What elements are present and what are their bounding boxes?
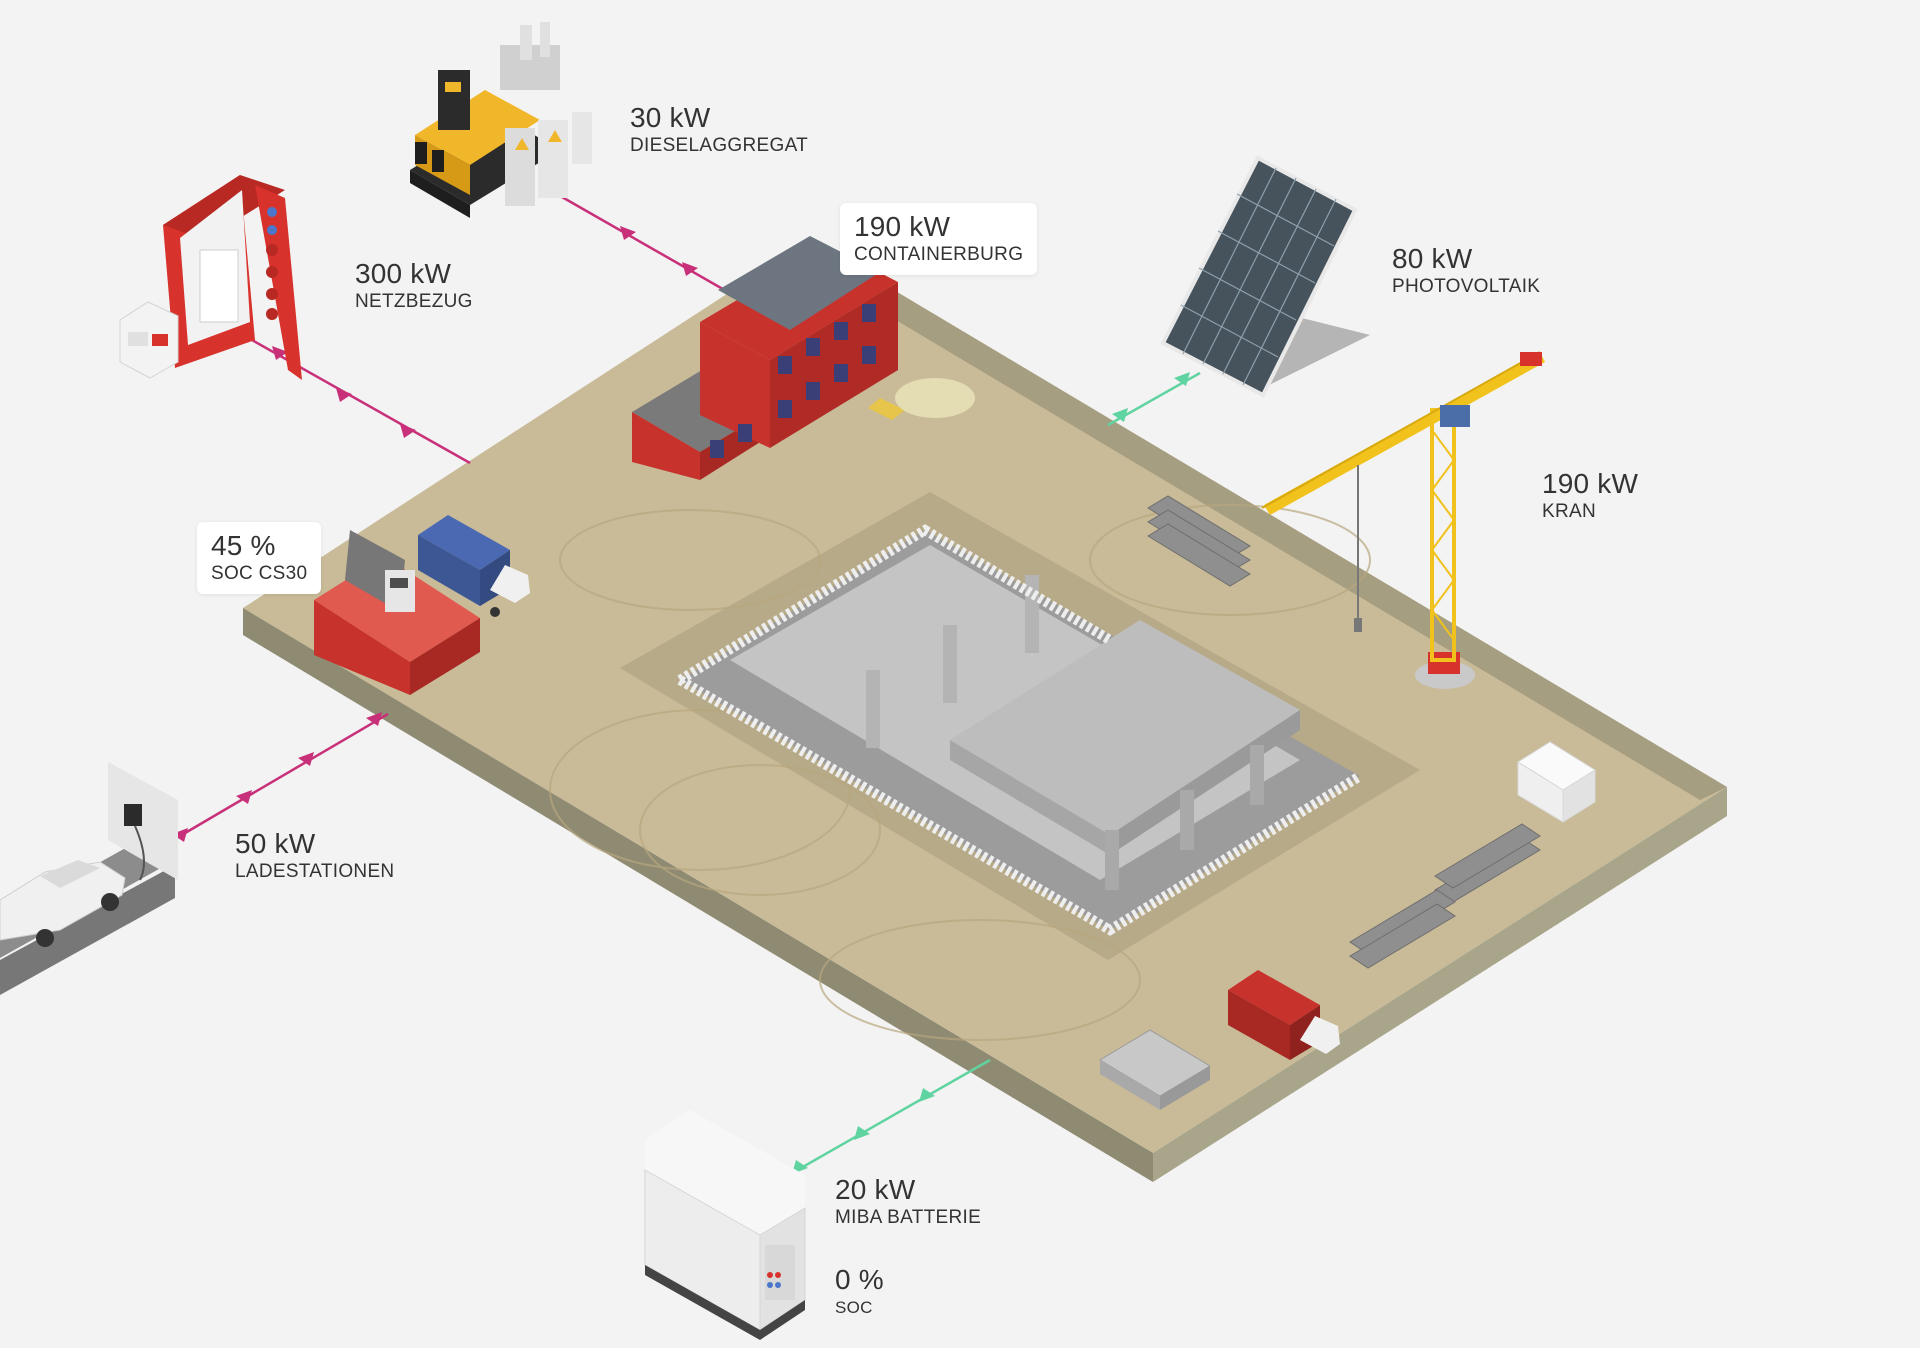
- flow-pv-to-site: [1107, 371, 1201, 427]
- building-foundation: [677, 524, 1363, 936]
- concrete-slabs: [1099, 1029, 1211, 1110]
- battery-unit-icon: [644, 1110, 806, 1340]
- containers-power-value: 190 kW: [854, 211, 951, 242]
- diesel-name: DIESELAGGREGAT: [630, 135, 809, 156]
- truck-blue: [418, 515, 530, 617]
- grid-cabinet-icon: [119, 175, 302, 380]
- charging-power-value: 50 kW: [235, 828, 316, 859]
- storage-soc-value: 45 %: [211, 530, 276, 561]
- battery-soc-value: 0 %: [835, 1264, 884, 1295]
- site-battery-box: [1517, 741, 1596, 823]
- diesel-power-value: 30 kW: [630, 102, 711, 133]
- ev-charger-icon: [0, 762, 178, 995]
- charging-name: LADESTATIONEN: [235, 861, 395, 882]
- crane-name: KRAN: [1542, 501, 1596, 522]
- solar-panel-icon: [1160, 155, 1370, 398]
- label-storage: 45 % SOC CS30: [197, 522, 322, 594]
- flow-grid-to-site: [251, 338, 471, 465]
- label-containers: 190 kW CONTAINERBURG: [840, 203, 1038, 275]
- truck-red: [1228, 970, 1340, 1060]
- crane-power-value: 190 kW: [1542, 468, 1639, 499]
- label-charging: 50 kW LADESTATIONEN: [235, 828, 394, 884]
- pv-power-value: 80 kW: [1392, 243, 1473, 274]
- label-battery: 20 kW MIBA BATTERIE: [835, 1174, 981, 1230]
- battery-soc-name: SOC: [835, 1298, 873, 1317]
- label-grid: 300 kW NETZBEZUG: [355, 258, 473, 314]
- battery-name: MIBA BATTERIE: [835, 1207, 982, 1228]
- storage-container-icon: [314, 530, 480, 695]
- pipe-stack: [1147, 495, 1541, 969]
- label-battery-soc: 0 % SOC: [835, 1264, 884, 1320]
- storage-name: SOC CS30: [211, 563, 308, 584]
- diesel-generator-icon: [410, 22, 592, 218]
- grid-power-value: 300 kW: [355, 258, 452, 289]
- containers-name: CONTAINERBURG: [854, 244, 1024, 265]
- grid-name: NETZBEZUG: [355, 291, 473, 312]
- label-pv: 80 kW PHOTOVOLTAIK: [1392, 243, 1540, 299]
- label-crane: 190 kW KRAN: [1542, 468, 1638, 524]
- tower-crane-icon: [1261, 351, 1545, 689]
- battery-power-value: 20 kW: [835, 1174, 916, 1205]
- pv-name: PHOTOVOLTAIK: [1392, 276, 1541, 297]
- label-diesel: 30 kW DIESELAGGREGAT: [630, 102, 808, 158]
- flow-site-to-charging: [172, 712, 389, 842]
- flow-battery-to-site: [779, 1058, 991, 1182]
- flow-diesel-to-site: [554, 191, 736, 298]
